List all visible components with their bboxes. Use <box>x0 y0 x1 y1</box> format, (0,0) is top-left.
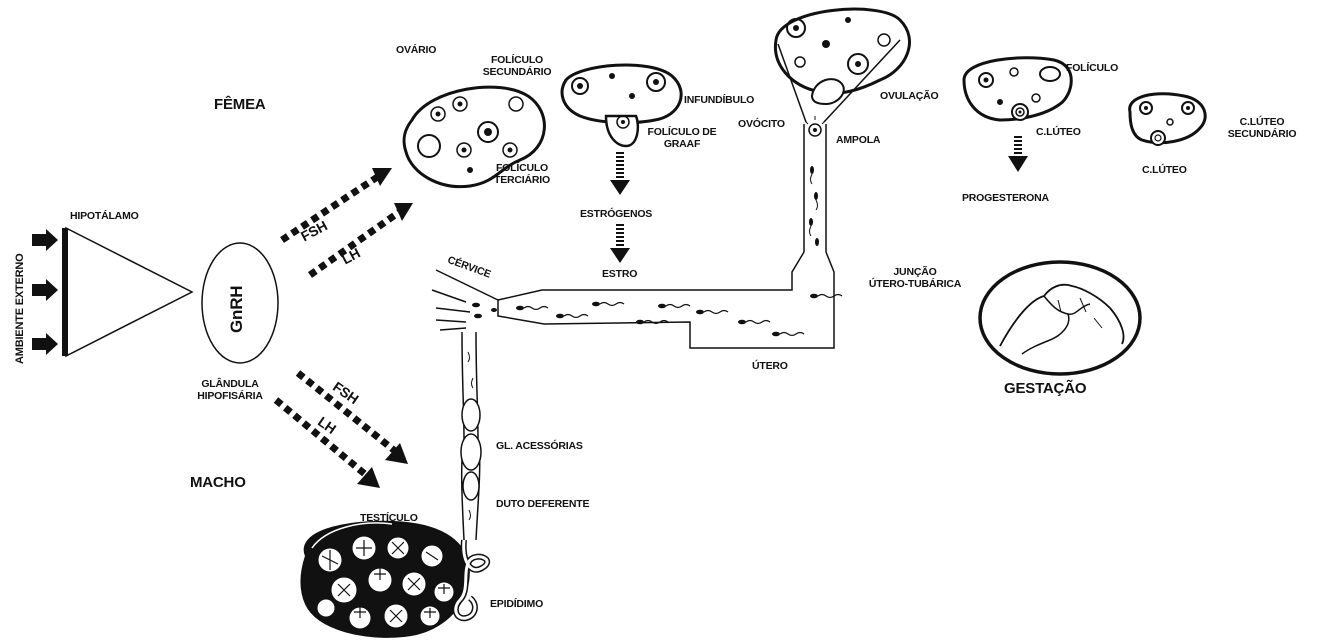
foliculo-graaf-line1: FOLÍCULO DE <box>640 126 724 138</box>
foliculo-terciario-line1: FOLÍCULO <box>484 162 560 174</box>
estrogenos-label: ESTRÓGENOS <box>580 208 652 220</box>
testiculo-label: TESTÍCULO <box>360 512 418 524</box>
gnrh-label: GnRH <box>231 286 243 333</box>
cervix-sperm <box>472 303 497 319</box>
utero-label: ÚTERO <box>752 360 788 372</box>
vas-deferens-tube <box>461 332 481 540</box>
c-luteo-secundario-line2: SECUNDÁRIO <box>1216 128 1308 140</box>
hypothalamus-triangle <box>62 228 192 356</box>
male-fsh-arrow <box>298 373 408 464</box>
gestation-embryo-illustration <box>980 262 1140 374</box>
glandula-label-line1: GLÂNDULA <box>184 378 276 390</box>
male-lh-arrow <box>276 400 380 488</box>
infundibulo-label: INFUNDÍBULO <box>684 94 754 106</box>
foliculo-secundario-label: FOLÍCULO SECUNDÁRIO <box>474 54 560 78</box>
foliculo-graaf-label: FOLÍCULO DE GRAAF <box>640 126 724 150</box>
hipotalamo-label: HIPOTÁLAMO <box>70 210 139 222</box>
macho-label: MACHO <box>190 474 246 491</box>
gestacao-label: GESTAÇÃO <box>1004 380 1086 397</box>
foliculo-terciario-label: FOLÍCULO TERCIÁRIO <box>484 162 560 186</box>
foliculo-terciario-line2: TERCIÁRIO <box>484 174 560 186</box>
progesterona-label: PROGESTERONA <box>962 192 1049 204</box>
foliculo-graaf-line2: GRAAF <box>640 138 724 150</box>
ovary-secondary-corpus-luteum-illustration <box>1130 94 1206 145</box>
c-luteo-secundario-line1: C.LÚTEO <box>1216 116 1308 128</box>
testicle-illustration <box>301 522 468 637</box>
foliculo-secundario-line1: FOLÍCULO <box>474 54 560 66</box>
ampola-label: AMPOLA <box>836 134 880 146</box>
duto-deferente-label: DUTO DEFERENTE <box>496 498 589 510</box>
ambiente-externo-label: AMBIENTE EXTERNO <box>14 254 26 364</box>
ovary-corpus-luteum-illustration <box>964 58 1071 120</box>
ovocito-label: OVÓCITO <box>738 118 785 130</box>
c-luteo-2-label: C.LÚTEO <box>1142 164 1187 176</box>
gl-acessorias-label: GL. ACESSÓRIAS <box>496 440 583 452</box>
epididimo-label: EPIDÍDIMO <box>490 598 543 610</box>
juncao-line1: JUNÇÃO <box>866 266 964 278</box>
juncao-utero-tubarica-label: JUNÇÃO ÚTERO-TUBÁRICA <box>866 266 964 290</box>
ovulacao-label: OVULAÇÃO <box>880 90 938 102</box>
c-luteo-secundario-label: C.LÚTEO SECUNDÁRIO <box>1216 116 1308 140</box>
femea-label: FÊMEA <box>214 96 266 113</box>
progesterone-arrow <box>1008 136 1028 172</box>
estro-arrow <box>610 224 630 263</box>
ovario-label: OVÁRIO <box>396 44 436 56</box>
external-input-arrows <box>32 229 58 355</box>
uterus-tract <box>498 252 842 348</box>
c-luteo-label: C.LÚTEO <box>1036 126 1081 138</box>
glandula-label-line2: HIPOFISÁRIA <box>184 390 276 402</box>
glandula-hipofisaria-label: GLÂNDULA HIPOFISÁRIA <box>184 378 276 402</box>
foliculo-secundario-line2: SECUNDÁRIO <box>474 66 560 78</box>
juncao-line2: ÚTERO-TUBÁRICA <box>866 278 964 290</box>
estrogen-arrow <box>610 152 630 195</box>
estro-label: ESTRO <box>602 268 637 280</box>
foliculo-label: FOLÍCULO <box>1066 62 1118 74</box>
